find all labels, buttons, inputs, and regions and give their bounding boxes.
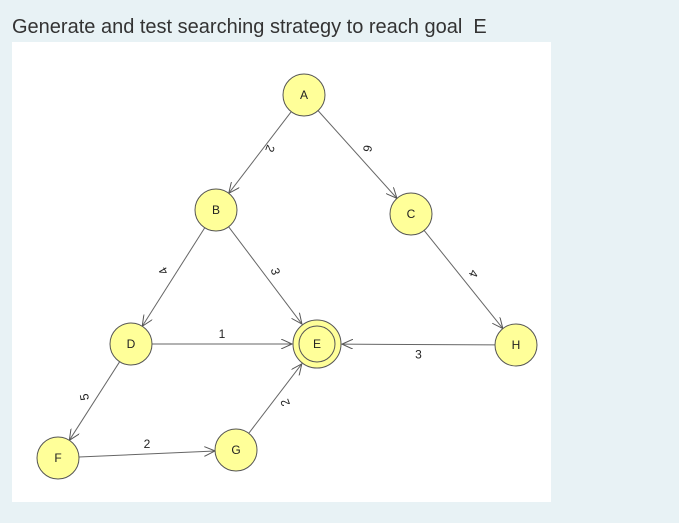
node-circle-B (194, 188, 238, 232)
node-B: B (194, 188, 238, 232)
search-graph: 2 6 4 3 4 1 3 5 2 2 A B C D E H F G (36, 73, 538, 480)
node-label-F: F (54, 451, 61, 465)
goal-node-outer-ring (292, 319, 342, 369)
edge-B-E (228, 226, 302, 324)
edge-weight-B-E: 3 (268, 266, 283, 276)
node-label-E: E (313, 337, 321, 351)
node-label-C: C (407, 207, 416, 221)
node-circle-C (389, 192, 433, 236)
edge-weight-H-E: 3 (415, 348, 422, 362)
edge-A-B (229, 111, 292, 194)
edge-weight-A-C: 6 (360, 144, 375, 153)
node-circle-H (494, 323, 538, 367)
edge-B-D (142, 227, 206, 327)
node-E: E (292, 319, 342, 369)
edge-weight-F-G: 2 (144, 437, 151, 451)
edge-C-H (423, 230, 503, 328)
node-label-H: H (512, 338, 521, 352)
edge-weight-B-D: 4 (156, 264, 172, 277)
node-D: D (109, 322, 153, 366)
edges-layer: 2 6 4 3 4 1 3 5 2 2 (69, 110, 503, 458)
node-H: H (494, 323, 538, 367)
edge-weight-G-E: 2 (277, 397, 293, 408)
edge-H-E (342, 344, 496, 345)
node-circle-A (282, 73, 326, 117)
edge-weight-D-E: 1 (219, 327, 226, 341)
node-label-B: B (212, 203, 220, 217)
node-F: F (36, 436, 80, 480)
node-circle-G (214, 428, 258, 472)
edge-weight-D-F: 5 (77, 392, 92, 401)
node-label-A: A (300, 88, 308, 102)
node-A: A (282, 73, 326, 117)
node-G: G (214, 428, 258, 472)
edge-G-E (248, 364, 302, 434)
nodes-layer: A B C D E H F G (36, 73, 538, 480)
graph-panel: 2 6 4 3 4 1 3 5 2 2 A B C D E H F G (12, 42, 551, 502)
node-circle-F (36, 436, 80, 480)
node-label-G: G (231, 443, 240, 457)
node-circle-D (109, 322, 153, 366)
goal-node-inner-ring (298, 325, 336, 363)
page-title: Generate and test searching strategy to … (12, 16, 487, 38)
node-C: C (389, 192, 433, 236)
edge-weight-C-H: 4 (466, 268, 482, 279)
edge-D-F (69, 361, 121, 441)
edge-F-G (78, 451, 215, 458)
edge-A-C (317, 110, 397, 199)
node-label-D: D (127, 337, 136, 351)
edge-weight-A-B: 2 (262, 143, 278, 154)
